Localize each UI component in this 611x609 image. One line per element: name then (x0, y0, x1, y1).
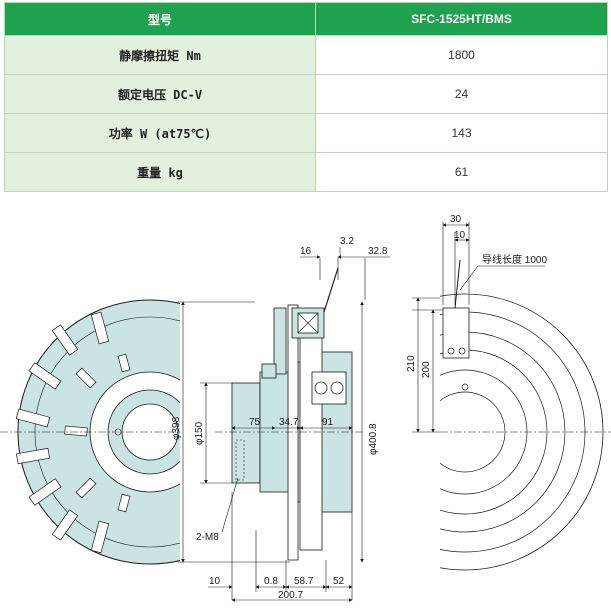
dim-52: 52 (333, 576, 345, 587)
dim-210: 210 (406, 355, 417, 372)
dim-34-7: 34.7 (279, 417, 299, 428)
dim-91: 91 (322, 417, 334, 428)
dim-32-8: 32.8 (368, 246, 388, 257)
spec-row-value: 1800 (315, 35, 608, 75)
header-model: SFC-1525HT/BMS (315, 2, 608, 36)
dimension-labels: 16 3.2 32.8 φ398 φ150 φ400.8 75 34.7 91 … (171, 214, 547, 601)
dim-150: φ150 (194, 421, 205, 445)
dim-16: 16 (300, 246, 312, 257)
dim-400-8: φ400.8 (368, 423, 379, 455)
side-view (440, 260, 611, 571)
spec-row-label: 静摩擦扭矩 Nm (4, 35, 316, 75)
spec-header-row: 型号 SFC-1525HT/BMS (4, 2, 608, 36)
spec-row: 静摩擦扭矩 Nm 1800 (4, 35, 608, 75)
dim-lead-length: 导线长度 1000 (482, 253, 547, 266)
dim-398: φ398 (171, 416, 182, 440)
front-view (0, 299, 180, 565)
dim-10-right: 10 (454, 230, 466, 241)
dim-200: 200 (421, 361, 432, 378)
dim-200-7: 200.7 (278, 590, 303, 601)
spec-row: 额定电压 DC-V 24 (4, 74, 608, 114)
header-label: 型号 (4, 2, 316, 36)
dim-58-7: 58.7 (294, 576, 314, 587)
spec-row-label: 额定电压 DC-V (4, 74, 316, 114)
dim-75: 75 (249, 417, 261, 428)
spec-row-label: 功率 W (at75℃) (4, 113, 316, 153)
spec-row-label: 重量 kg (4, 152, 316, 192)
spec-row-value: 24 (315, 74, 608, 114)
spec-table: 型号 SFC-1525HT/BMS 静摩擦扭矩 Nm 1800 额定电压 DC-… (4, 2, 608, 192)
dim-30: 30 (450, 214, 462, 225)
section-view (178, 267, 365, 563)
dim-2-m8: 2-M8 (196, 532, 219, 543)
spec-row: 功率 W (at75℃) 143 (4, 113, 608, 153)
technical-drawing: 16 3.2 32.8 φ398 φ150 φ400.8 75 34.7 91 … (0, 214, 611, 602)
spec-row: 重量 kg 61 (4, 152, 608, 192)
spec-row-value: 143 (315, 113, 608, 153)
dim-3-2: 3.2 (340, 236, 354, 247)
dim-0-8: 0.8 (264, 576, 278, 587)
dim-10: 10 (209, 576, 221, 587)
spec-row-value: 61 (315, 152, 608, 192)
dimension-lines (181, 222, 545, 602)
